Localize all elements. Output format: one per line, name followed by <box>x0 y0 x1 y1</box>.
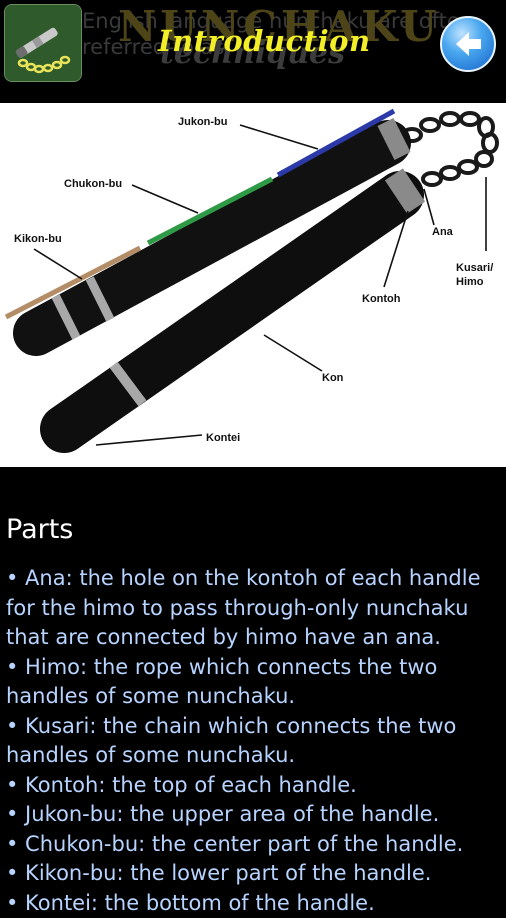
label-himo: Himo <box>456 276 484 288</box>
parts-content: Parts • Ana: the hole on the kontoh of e… <box>6 510 502 918</box>
label-ana: Ana <box>432 226 454 238</box>
label-jukon-bu: Jukon-bu <box>178 116 228 128</box>
page-title: Introduction <box>158 24 371 58</box>
part-item-kontoh: • Kontoh: the top of each handle. <box>6 771 502 801</box>
part-item-himo: • Himo: the rope which connects the two … <box>6 653 502 712</box>
label-kontoh: Kontoh <box>362 293 401 305</box>
kusari-chain <box>403 113 497 185</box>
part-item-kontei: • Kontei: the bottom of the handle. <box>6 889 502 918</box>
nunchaku-app-icon <box>4 4 82 82</box>
section-title-parts: Parts <box>6 510 502 550</box>
part-item-kikon-bu: • Kikon-bu: the lower part of the handle… <box>6 859 502 889</box>
label-kikon-bu: Kikon-bu <box>14 233 62 245</box>
label-kon: Kon <box>322 372 344 384</box>
label-kontei: Kontei <box>206 432 240 444</box>
label-kusari: Kusari/ <box>456 262 493 274</box>
part-item-kusari: • Kusari: the chain which connects the t… <box>6 712 502 771</box>
back-button[interactable] <box>440 16 496 72</box>
nunchaku-parts-diagram: Jukon-bu Chukon-bu Kikon-bu Ana Kusari/ … <box>0 103 506 467</box>
back-arrow-icon <box>442 18 494 70</box>
app-header: English language nunchaku are often refe… <box>0 0 506 100</box>
part-item-jukon-bu: • Jukon-bu: the upper area of the handle… <box>6 800 502 830</box>
part-item-chukon-bu: • Chukon-bu: the center part of the hand… <box>6 830 502 860</box>
label-chukon-bu: Chukon-bu <box>64 178 122 190</box>
part-item-ana: • Ana: the hole on the kontoh of each ha… <box>6 564 502 653</box>
